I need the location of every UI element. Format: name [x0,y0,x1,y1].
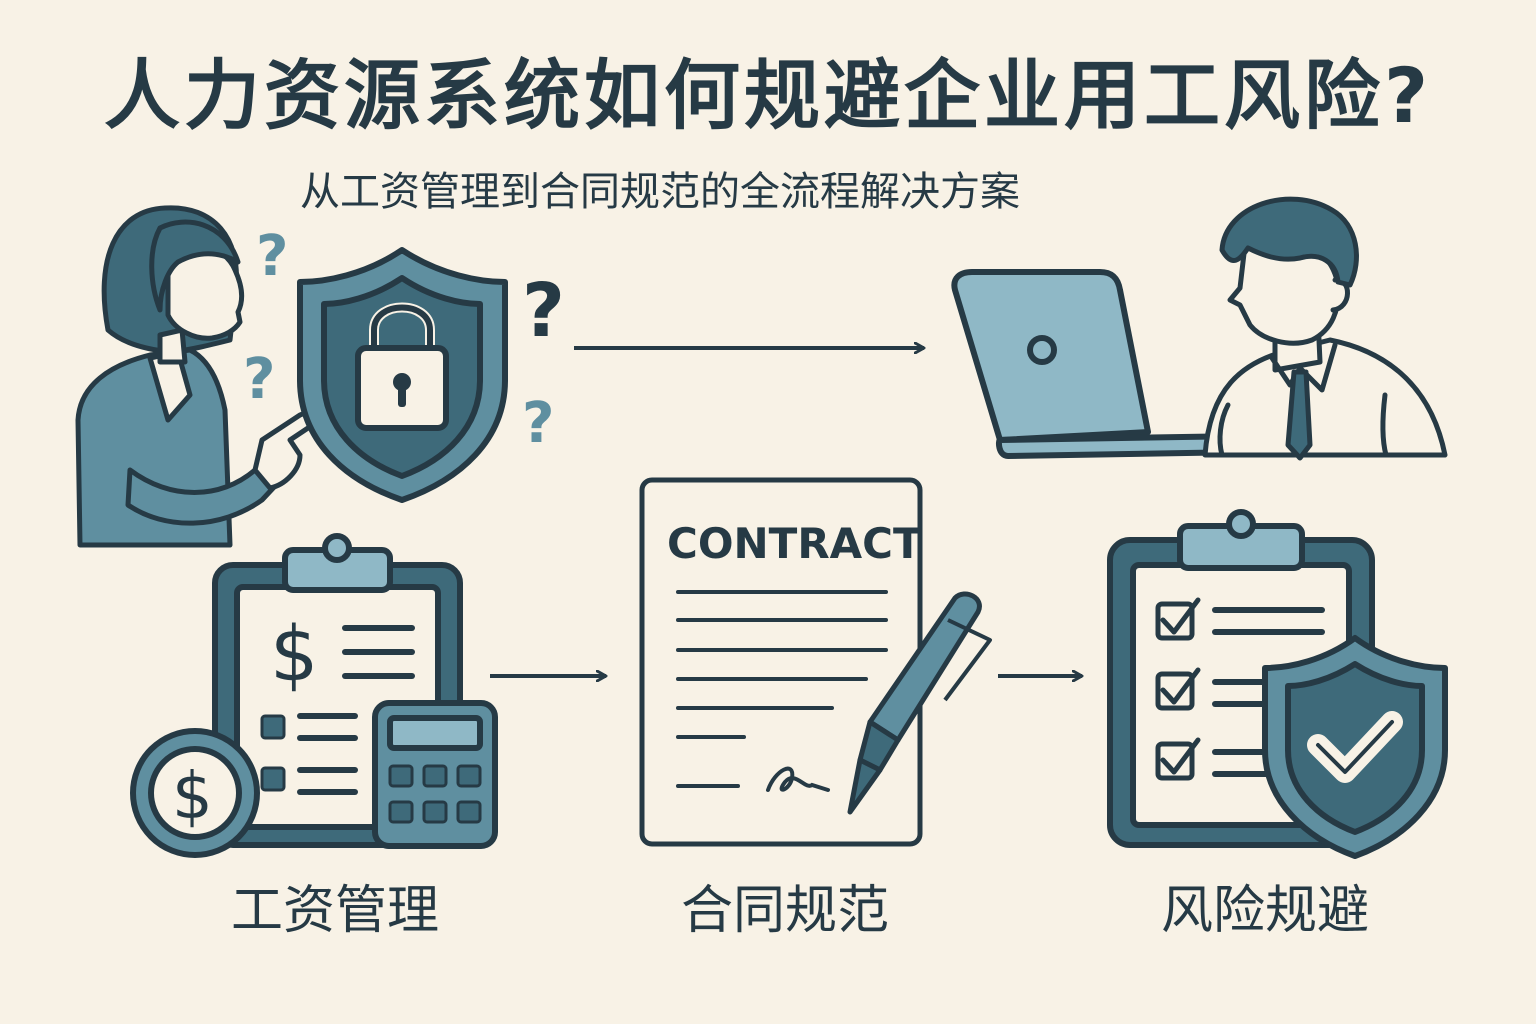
dollar-sign-icon: $ [270,609,318,698]
dollar-sign-icon: $ [172,760,213,834]
contract-document-icon: CONTRACT [639,477,923,847]
shield-lock-icon [297,247,508,503]
coin-icon: $ [130,728,260,858]
page-title: 人力资源系统如何规避企业用工风险? [103,51,1433,140]
pen-icon [847,591,992,815]
question-mark-icon: ? [522,391,554,456]
question-mark-icon: ? [522,268,565,354]
question-mark-icon: ? [256,224,288,289]
woman-figure-icon [75,205,315,548]
man-figure-icon [1202,196,1448,461]
contract-heading: CONTRACT [667,519,922,568]
calculator-icon [372,700,498,849]
question-mark-icon: ? [243,347,275,412]
signature-scribble [766,766,830,792]
step-label-risk: 风险规避 [1160,881,1369,941]
checklist-shield-icon [1107,509,1448,859]
step-label-contract: 合同规范 [680,881,889,941]
page-subtitle: 从工资管理到合同规范的全流程解决方案 [300,169,1020,215]
step-label-payroll: 工资管理 [230,881,439,941]
laptop-icon [951,269,1254,459]
